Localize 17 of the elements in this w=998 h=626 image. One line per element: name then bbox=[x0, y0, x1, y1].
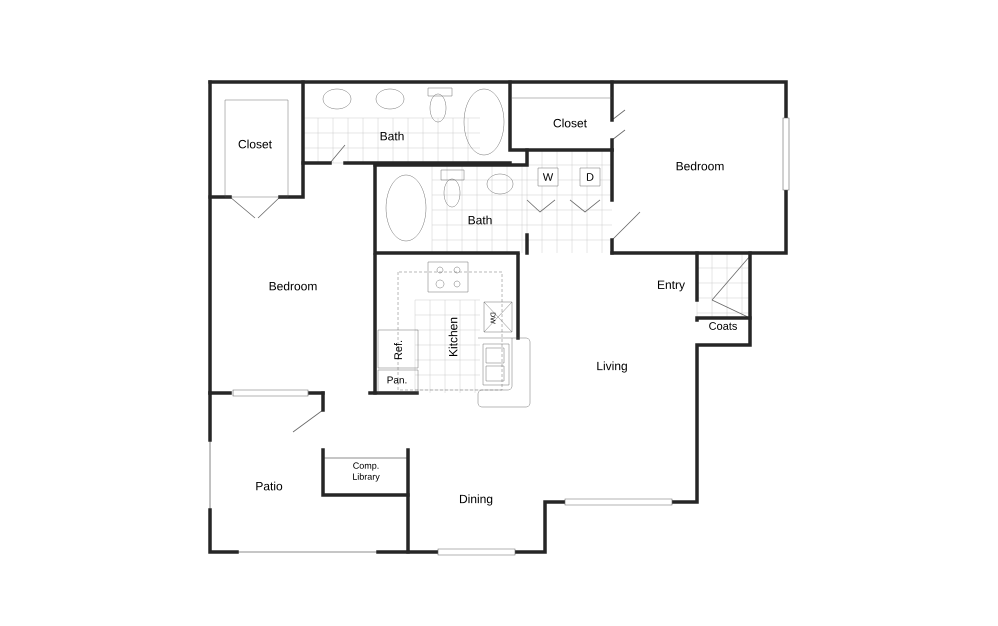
room-label: Bedroom bbox=[676, 162, 724, 170]
room-label: Ref. bbox=[394, 340, 402, 360]
room-label: Closet bbox=[554, 118, 587, 128]
appliance-box: W bbox=[538, 168, 558, 186]
room-label: Living bbox=[597, 361, 627, 373]
room-label: Coats bbox=[709, 322, 737, 330]
room-label: Patio bbox=[256, 482, 282, 490]
room-label: Pan. bbox=[388, 376, 406, 384]
appliance-box: D bbox=[580, 168, 600, 186]
room-label: Closet bbox=[238, 140, 272, 148]
room-label: Entry bbox=[658, 280, 685, 292]
room-label: Dining bbox=[460, 494, 492, 506]
room-label: Bedroom bbox=[270, 282, 317, 290]
room-label: Bath bbox=[468, 216, 492, 224]
room-label: Bath bbox=[380, 132, 404, 140]
room-label: Comp. Library bbox=[353, 462, 380, 482]
room-label: Kitchen bbox=[448, 318, 458, 356]
